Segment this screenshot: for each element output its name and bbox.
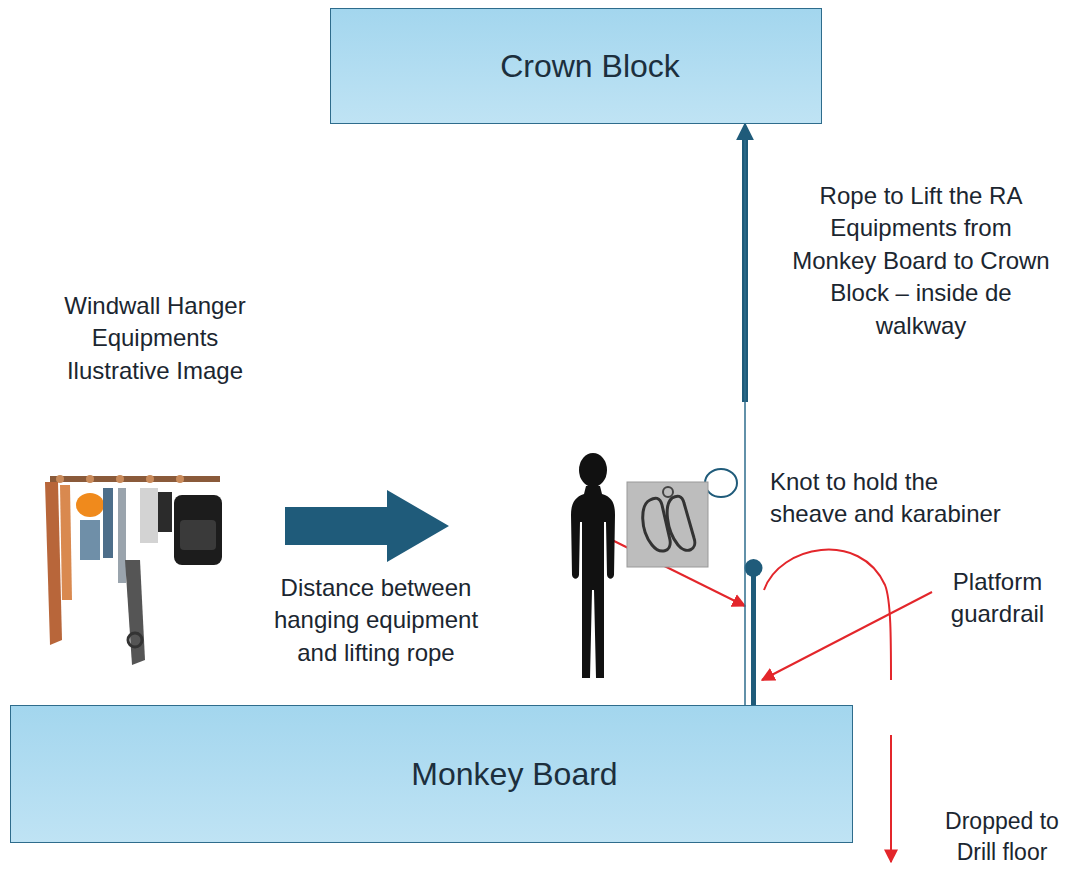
block-title: Monkey Board: [411, 756, 617, 793]
guardrail-leader: [762, 592, 932, 680]
knot-note: Knot to hold the sheave and karabiner: [770, 466, 1015, 531]
block-title: Crown Block: [500, 48, 680, 85]
drop-arc: [764, 550, 891, 680]
hanger-illustration: [45, 475, 222, 665]
knot-symbol: [705, 469, 737, 497]
guardrail-top: [745, 559, 763, 577]
karabiner-photo: [627, 482, 708, 567]
lift-rope: [744, 124, 746, 705]
edge-label: Rope to Lift the RA Equipments from Monk…: [790, 180, 1052, 342]
illustration-caption: Windwall Hanger Equipments Ilustrative I…: [55, 290, 255, 387]
distance-note: Distance between hanging equipment and l…: [270, 572, 482, 669]
big-arrow: [285, 490, 449, 562]
drop-arrow: [890, 735, 892, 862]
drop-note: Dropped to Drill floor: [932, 806, 1072, 868]
person-silhouette: [571, 453, 615, 678]
monkey-board: Monkey Board: [10, 705, 853, 843]
guardrail-post: [751, 572, 756, 706]
crown-block: Crown Block: [330, 8, 822, 124]
guardrail-label: Platform guardrail: [935, 566, 1060, 631]
